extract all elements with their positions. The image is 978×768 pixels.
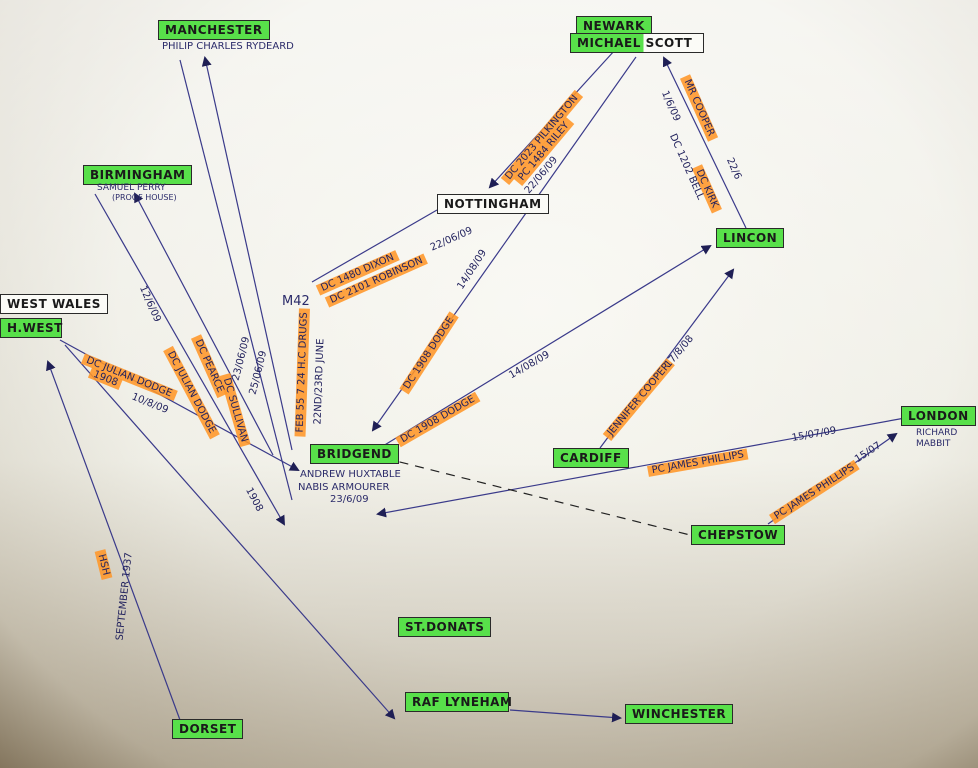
arrow-dorset-hwest xyxy=(46,360,181,721)
line-nottingham-bridgend xyxy=(311,209,438,283)
place-cardiff: CARDIFF xyxy=(553,448,629,468)
birmingham-person: SAMUEL PERRY xyxy=(97,183,166,193)
place-manchester: MANCHESTER xyxy=(158,20,270,40)
london-person-1: RICHARD xyxy=(916,428,958,438)
dashed-bridgend-chepstow xyxy=(383,457,695,537)
place-lincon: LINCON xyxy=(716,228,785,248)
place-winchester: WINCHESTER xyxy=(625,704,734,724)
bridgend-date: 23/6/09 xyxy=(330,494,369,505)
arrow-bridgend-manchester xyxy=(201,56,293,451)
line-manchester-bridgend xyxy=(179,59,293,501)
place-bridgend: BRIDGEND xyxy=(310,444,399,464)
bridgend-person: ANDREW HUXTABLE xyxy=(300,469,401,480)
place-london: LONDON xyxy=(901,406,976,426)
arrow-hwest-raflyneham xyxy=(64,344,396,720)
arrow-london-bridgend xyxy=(376,417,906,518)
m42-label: M42 xyxy=(282,294,310,309)
place-h-west: H.WEST xyxy=(0,318,62,338)
london-person-2: MABBIT xyxy=(916,439,951,449)
place-birmingham: BIRMINGHAM xyxy=(83,165,193,185)
arrow-bridgend-birmingham xyxy=(134,192,274,456)
place-dorset: DORSET xyxy=(172,719,244,739)
birmingham-proof-house: (PROOF HOUSE) xyxy=(112,193,177,202)
place-nottingham: NOTTINGHAM xyxy=(437,194,549,214)
place-st-donats: ST.DONATS xyxy=(398,617,492,637)
place-raf-lyneham: RAF LYNEHAM xyxy=(405,692,512,712)
place-chepstow: CHEPSTOW xyxy=(691,525,786,545)
arrow-birmingham-bridgend xyxy=(94,193,285,526)
place-west-wales: WEST WALES xyxy=(0,294,108,314)
manchester-person: PHILIP CHARLES RYDEARD xyxy=(162,41,294,52)
place-michael-scott: MICHAEL SCOTT xyxy=(570,33,704,53)
arrow-lincon-newark xyxy=(662,56,747,229)
arrow-raflyneham-winchester xyxy=(509,709,622,723)
bridgend-role: NABIS ARMOURER xyxy=(298,482,390,493)
